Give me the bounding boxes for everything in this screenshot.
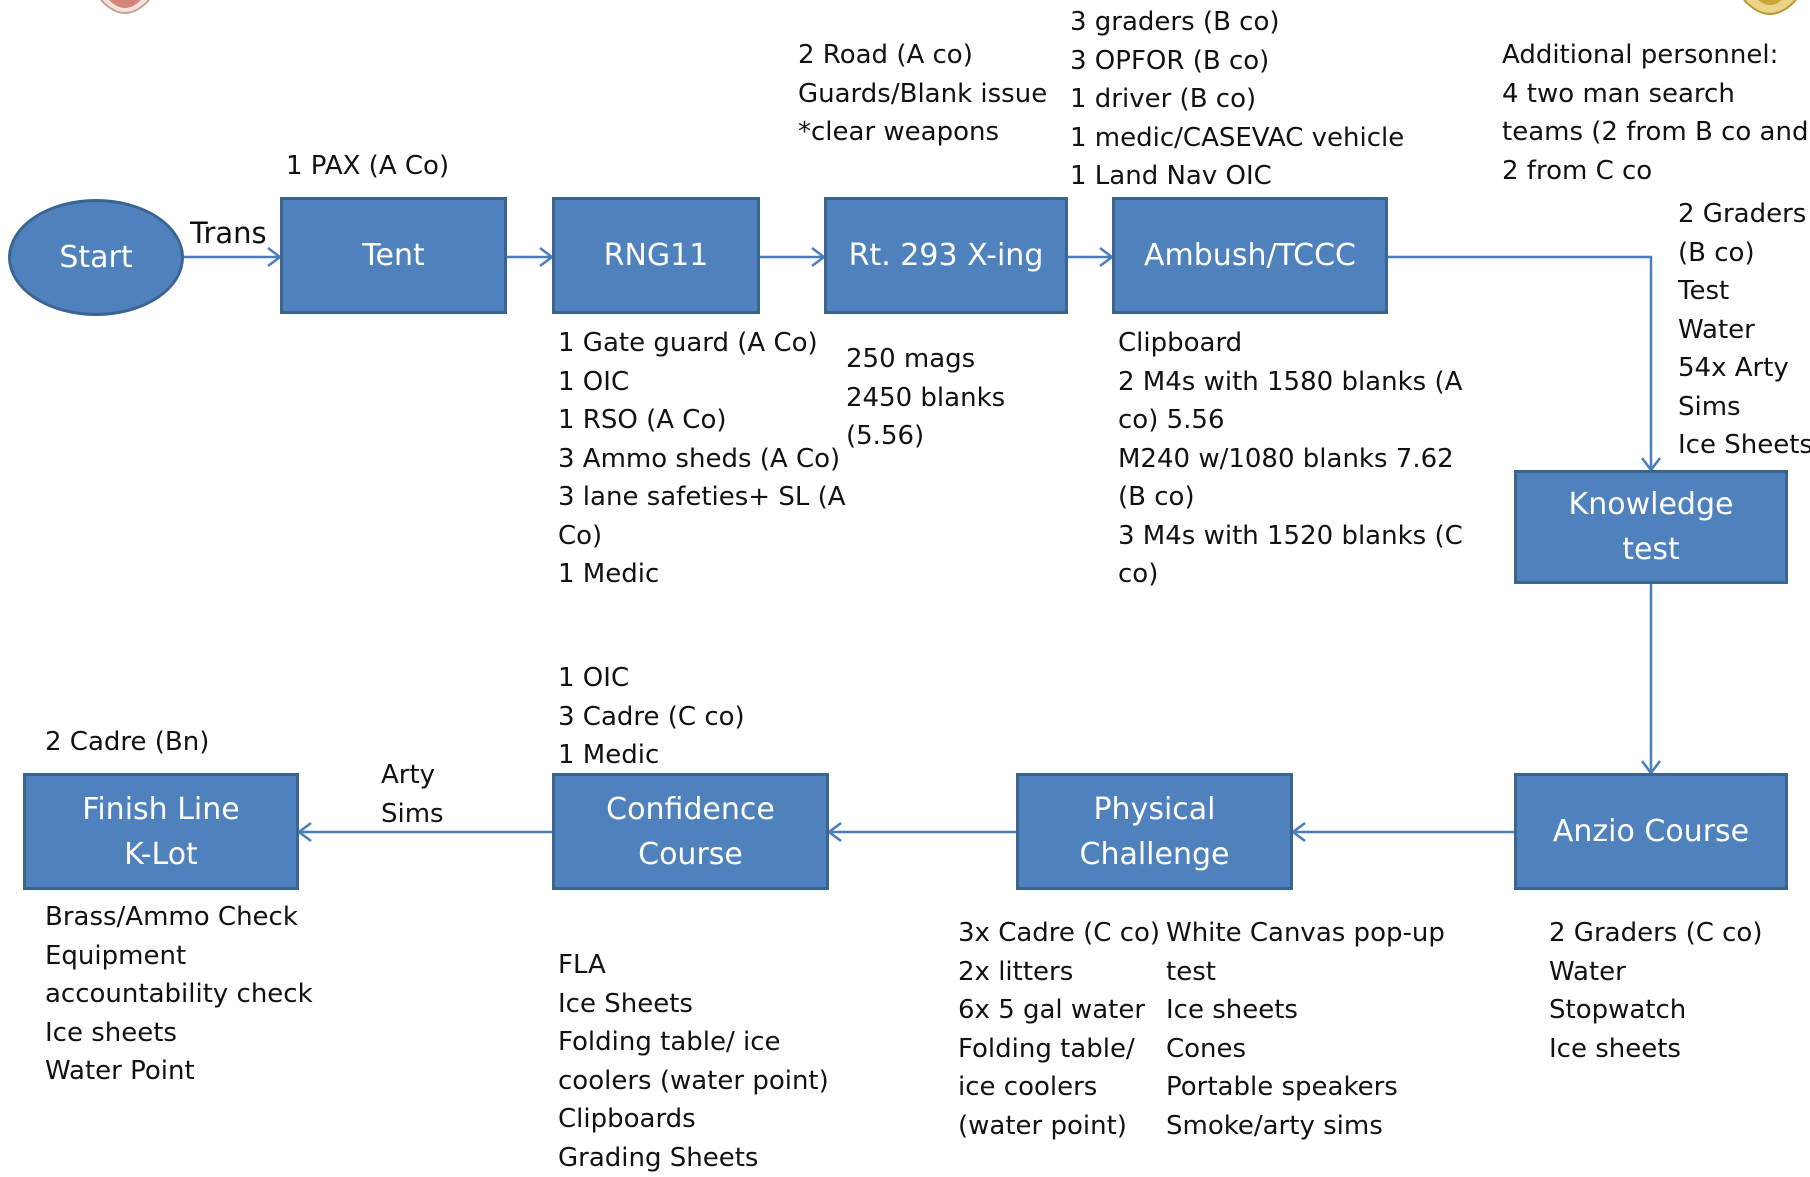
node-ambush-tccc: Ambush/TCCC — [1112, 197, 1388, 314]
node-rng11: RNG11 — [552, 197, 760, 314]
edge-label-arty-sims: Arty Sims — [381, 760, 444, 829]
annotation-finish-items: Brass/Ammo Check Equipment accountabilit… — [45, 902, 313, 1086]
node-knowledge-label-line2: test — [1622, 532, 1680, 567]
edge-label-trans: Trans — [190, 216, 267, 250]
node-knowledge-test: Knowledge test — [1514, 470, 1788, 584]
node-rt293-crossing: Rt. 293 X-ing — [824, 197, 1068, 314]
node-physical-challenge: Physical Challenge — [1016, 773, 1293, 890]
node-confidence-label-line1: Confidence — [606, 791, 775, 827]
unit-crest-logo-right — [1743, 0, 1797, 15]
node-anzio-course: Anzio Course — [1514, 773, 1788, 890]
annotation-tent-staff: 1 PAX (A Co) — [286, 151, 450, 181]
annotation-additional-personnel: Additional personnel: 4 two man search t… — [1502, 40, 1809, 186]
node-ambush-label: Ambush/TCCC — [1144, 238, 1356, 273]
annotation-confidence-items: FLA Ice Sheets Folding table/ ice cooler… — [558, 950, 829, 1173]
node-tent: Tent — [280, 197, 507, 314]
node-rt293-label: Rt. 293 X-ing — [848, 238, 1044, 273]
annotation-physical-items-left: 3x Cadre (C co) 2x litters 6x 5 gal wate… — [958, 918, 1161, 1141]
node-confidence-label-line2: Course — [638, 836, 743, 872]
annotation-knowledge-items: 2 Graders (B co) Test Water 54x Arty Sim… — [1678, 199, 1810, 460]
annotation-rt293-items: 250 mags 2450 blanks (5.56) — [846, 344, 1006, 451]
connector-arrowhead-physical — [1290, 822, 1306, 842]
node-physical-label-line2: Challenge — [1079, 836, 1230, 872]
annotation-rng11-staff: 1 Gate guard (A Co) 1 OIC 1 RSO (A Co) 3… — [558, 328, 846, 589]
node-anzio-label: Anzio Course — [1552, 814, 1750, 849]
annotation-physical-items-right: White Canvas pop-up test Ice sheets Cone… — [1166, 918, 1445, 1141]
node-knowledge-label-line1: Knowledge — [1568, 487, 1734, 522]
node-start: Start — [8, 199, 184, 316]
annotation-anzio-items: 2 Graders (C co) Water Stopwatch Ice she… — [1549, 918, 1763, 1064]
node-finish-label-line1: Finish Line — [82, 791, 240, 827]
connector-ambush-knowledge — [1388, 255, 1653, 470]
annotation-confidence-staff: 1 OIC 3 Cadre (C co) 1 Medic — [558, 663, 745, 770]
annotation-ambush-staff: 3 graders (B co) 3 OPFOR (B co) 1 driver… — [1070, 7, 1405, 191]
unit-crest-logo-left — [100, 0, 150, 14]
node-finish-line: Finish Line K-Lot — [23, 773, 299, 890]
node-finish-label-line2: K-Lot — [124, 836, 198, 872]
annotation-rt293-staff: 2 Road (A co) Guards/Blank issue *clear … — [798, 40, 1048, 147]
node-tent-label: Tent — [362, 238, 425, 273]
connector-arrowhead-finish — [296, 822, 312, 842]
connector-arrowhead-confidence — [826, 822, 842, 842]
node-confidence-course: Confidence Course — [552, 773, 829, 890]
node-rng11-label: RNG11 — [603, 238, 709, 273]
annotation-ambush-items: Clipboard 2 M4s with 1580 blanks (A co) … — [1118, 328, 1463, 589]
annotation-finish-staff: 2 Cadre (Bn) — [45, 727, 210, 757]
node-physical-label-line1: Physical — [1093, 791, 1216, 827]
node-start-label: Start — [59, 240, 133, 275]
